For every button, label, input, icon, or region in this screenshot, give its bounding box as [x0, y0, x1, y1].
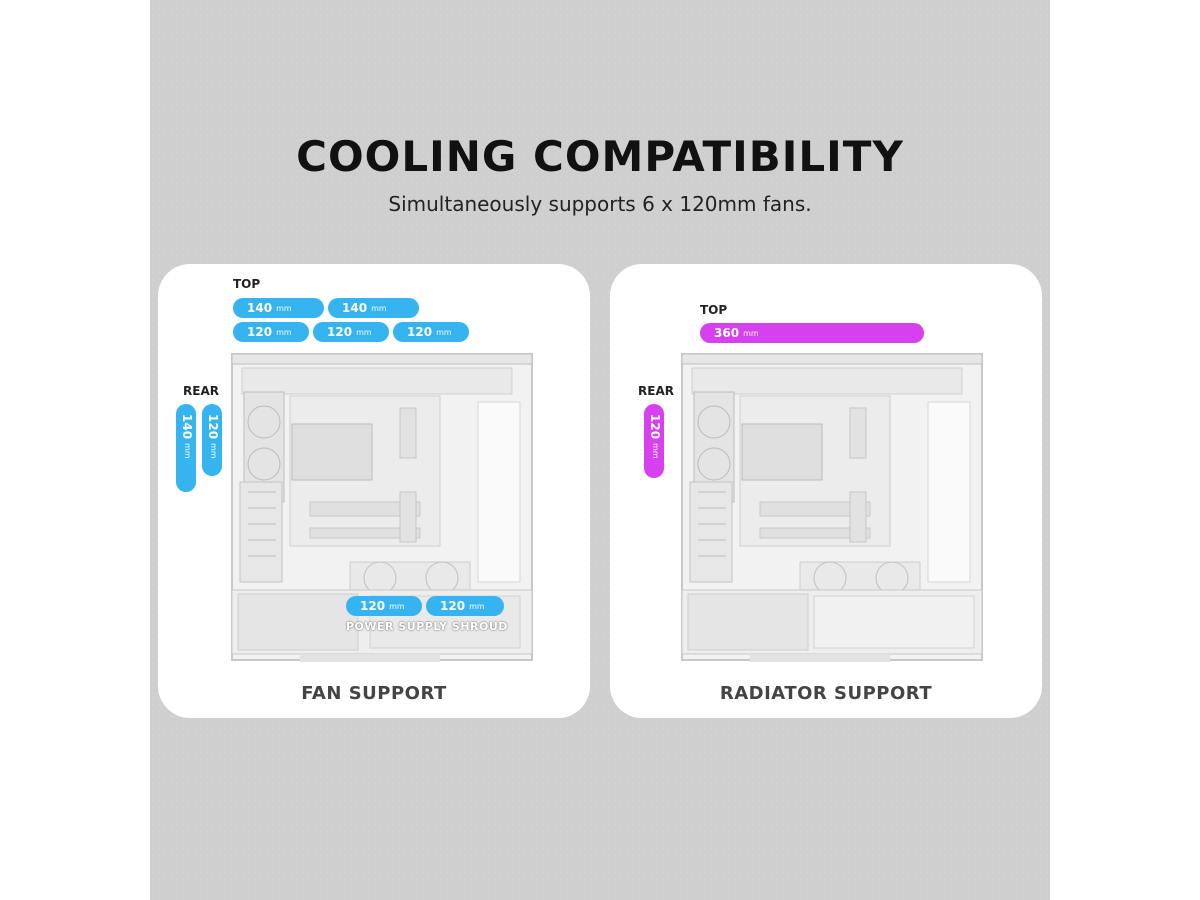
card-title: FAN SUPPORT: [301, 683, 447, 704]
page-title: COOLING COMPATIBILITY: [296, 132, 904, 181]
rear-label: REAR: [183, 384, 219, 398]
top-label: TOP: [700, 303, 728, 317]
shroud-label: POWER SUPPLY SHROUD: [346, 620, 508, 633]
pc-case-illustration: [231, 353, 533, 662]
radiator-rear-120-pill: 120mm: [644, 404, 664, 478]
card-title: RADIATOR SUPPORT: [719, 683, 933, 704]
rear-label: REAR: [638, 384, 674, 398]
pc-case-illustration: [681, 353, 983, 662]
fan-rear-120-pill: 120mm: [202, 404, 222, 476]
fan-rear-140-pill: 140mm: [176, 404, 196, 492]
page-subtitle: Simultaneously supports 6 x 120mm fans.: [388, 192, 812, 216]
top-label: TOP: [233, 277, 261, 291]
